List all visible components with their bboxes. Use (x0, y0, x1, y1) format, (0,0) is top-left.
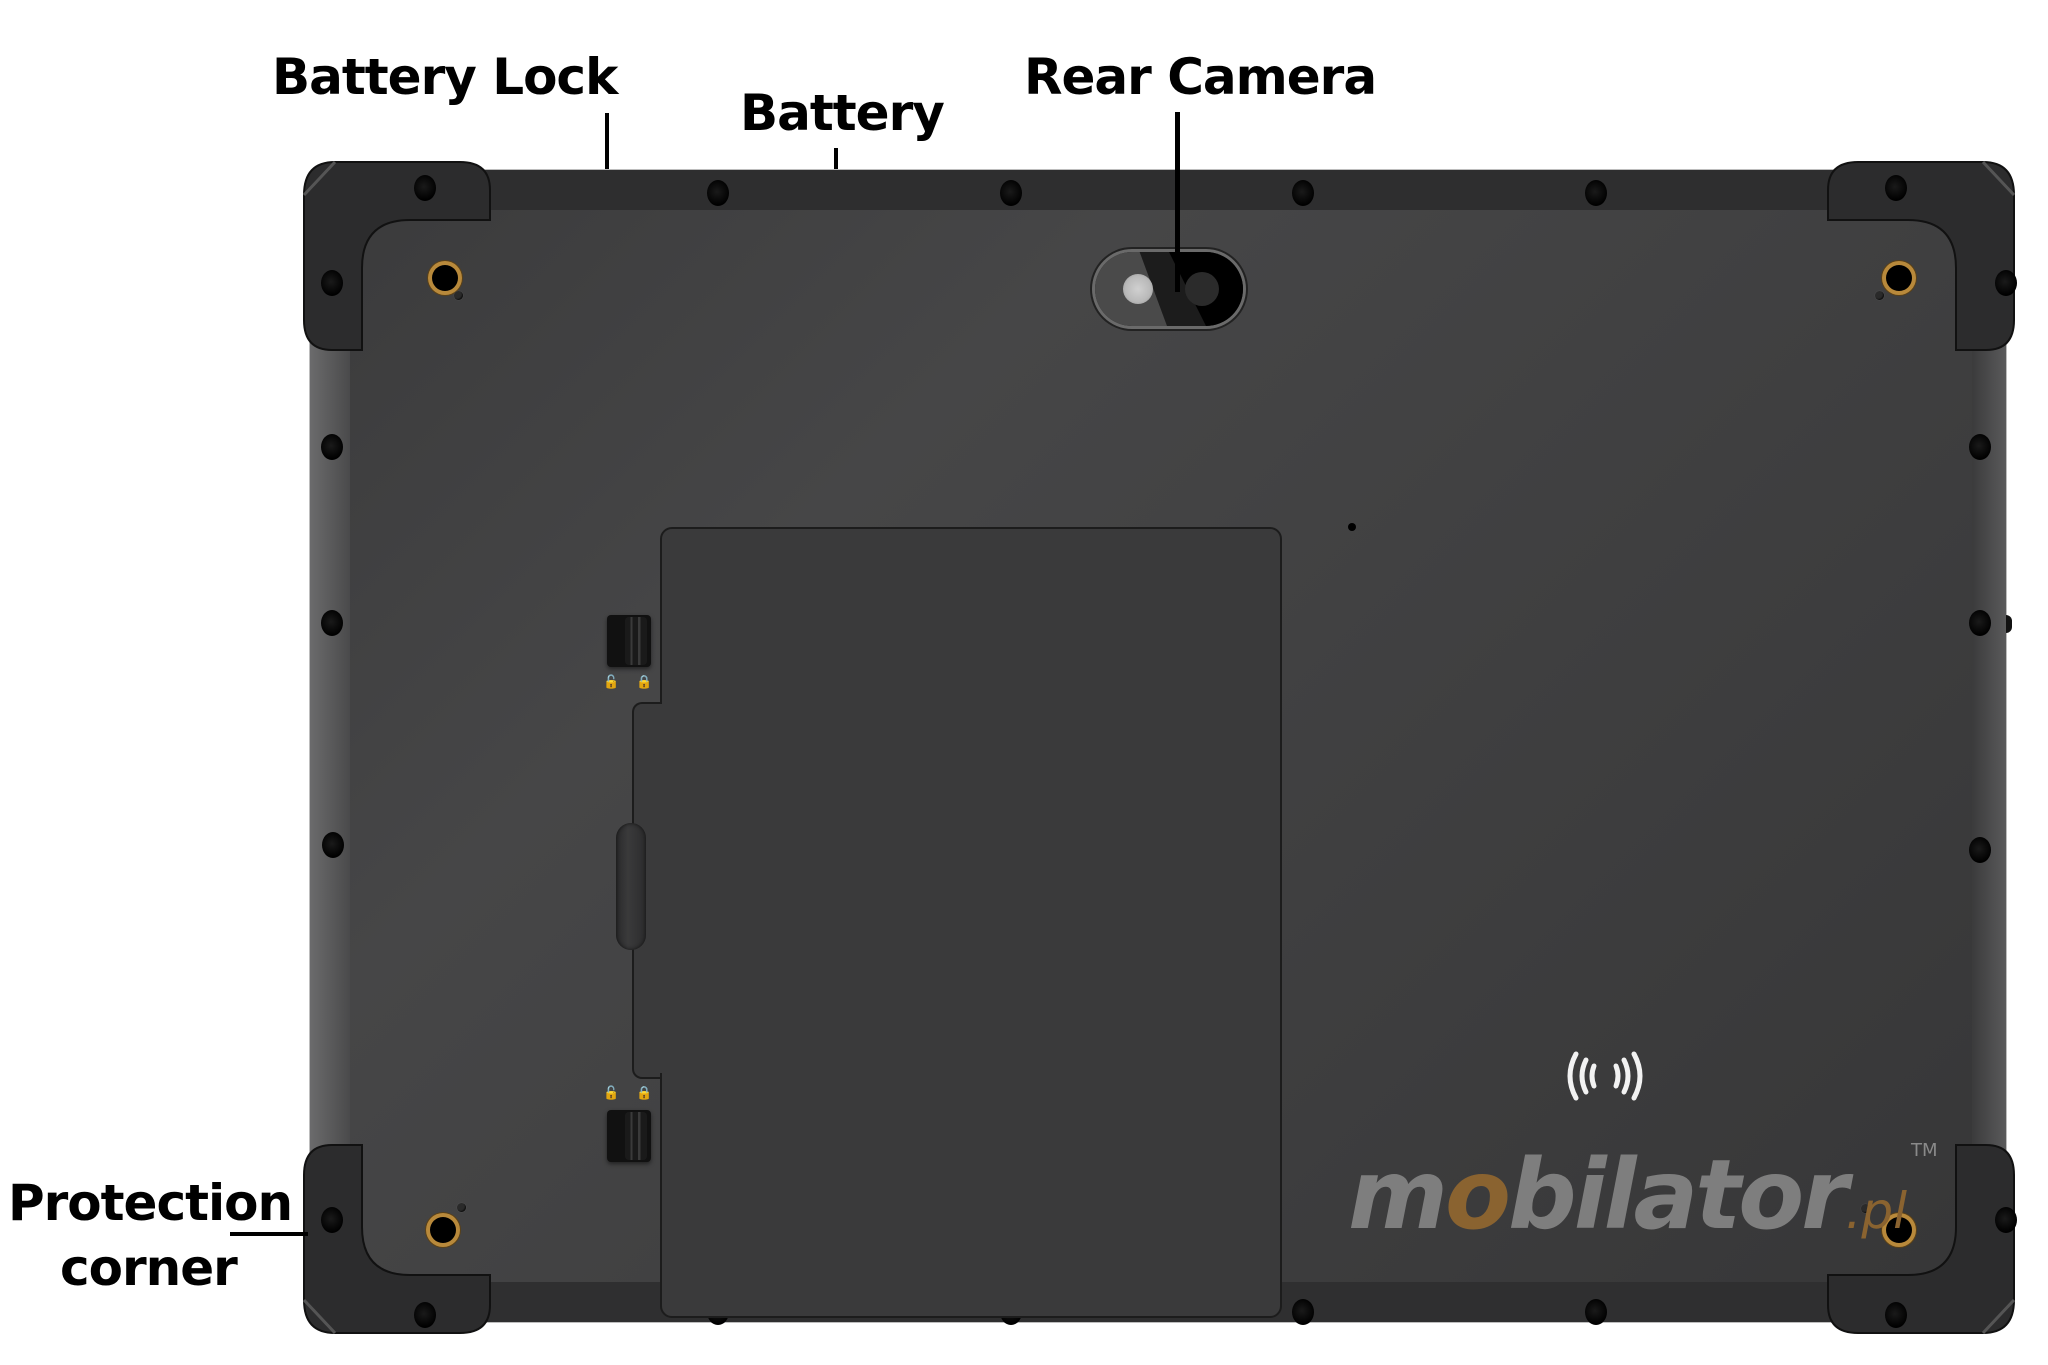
screw-icon (322, 832, 344, 858)
side-button[interactable] (2006, 615, 2012, 633)
rear-camera-leader-line (1175, 112, 1180, 292)
pin-icon (454, 291, 463, 300)
camera-lens-icon (1185, 272, 1219, 306)
corner-screw-icon (1885, 1302, 1907, 1328)
screw-icon (1969, 837, 1991, 863)
top-edge (310, 170, 2006, 210)
corner-screw-icon (414, 1302, 436, 1328)
protection-corner-label-line2: corner (60, 1239, 238, 1297)
battery-grip-notch[interactable] (616, 823, 646, 950)
battery-lock-switch-top[interactable] (607, 615, 651, 667)
power-icon: o (1445, 1139, 1511, 1251)
rear-camera-module (1095, 252, 1243, 326)
screw-icon (321, 610, 343, 636)
battery-cover[interactable] (660, 527, 1282, 1318)
screw-icon (1292, 1299, 1314, 1325)
screw-icon (1969, 434, 1991, 460)
corner-screw-icon (321, 270, 343, 296)
screw-icon (707, 180, 729, 206)
screw-icon (1585, 180, 1607, 206)
protection-corner-bottom-left (290, 1135, 500, 1345)
protection-corner-label-line1: Protection (8, 1174, 293, 1232)
unlock-icon: 🔓 (603, 1086, 620, 1101)
left-edge (310, 170, 350, 1322)
trademark: TM (1911, 1140, 1938, 1161)
screw-icon (1969, 610, 1991, 636)
rear-camera-label: Rear Camera (1024, 48, 1377, 106)
microphone-hole (1348, 523, 1356, 531)
mount-insert-icon (430, 1217, 456, 1243)
pin-icon (457, 1203, 466, 1212)
mount-insert-icon (1886, 1217, 1912, 1243)
corner-screw-icon (414, 175, 436, 201)
mobilator-logo: mobilator.pl TM (1348, 1139, 1938, 1251)
flash-icon (1123, 274, 1153, 304)
nfc-icon (1562, 1048, 1648, 1104)
battery-lock-label: Battery Lock (272, 48, 618, 106)
mount-insert-icon (1886, 265, 1912, 291)
battery-label: Battery (740, 84, 945, 142)
screw-icon (321, 434, 343, 460)
corner-screw-icon (321, 1207, 343, 1233)
battery-lock-switch-bottom[interactable] (607, 1110, 651, 1162)
screw-icon (1292, 180, 1314, 206)
protection-corner-leader-line (230, 1232, 308, 1236)
protection-corner-top-right (1818, 150, 2028, 360)
protection-corner-top-left (290, 150, 500, 360)
corner-screw-icon (1995, 270, 2017, 296)
screw-icon (1000, 180, 1022, 206)
protection-corner-bottom-right (1818, 1135, 2028, 1345)
right-edge (1972, 170, 2006, 1322)
corner-screw-icon (1885, 175, 1907, 201)
lock-icon: 🔒 (636, 675, 653, 690)
mount-insert-icon (432, 265, 458, 291)
pin-icon (1875, 291, 1884, 300)
lock-icon: 🔒 (636, 1086, 653, 1101)
screw-icon (1585, 1299, 1607, 1325)
pin-icon (1861, 1204, 1870, 1213)
corner-screw-icon (1995, 1207, 2017, 1233)
unlock-icon: 🔓 (603, 675, 620, 690)
